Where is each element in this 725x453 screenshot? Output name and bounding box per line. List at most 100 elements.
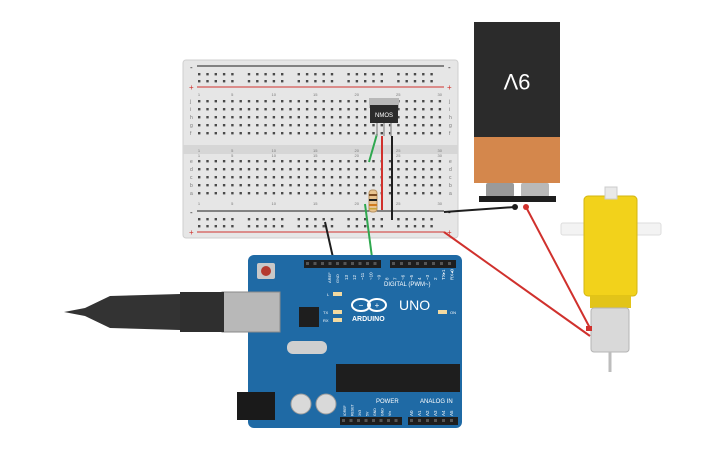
header-pin[interactable] xyxy=(351,262,354,265)
terminal-hole xyxy=(355,116,359,119)
rail-hole xyxy=(380,225,383,228)
terminal-hole xyxy=(239,184,242,187)
terminal-hole xyxy=(289,160,292,163)
header-pin[interactable] xyxy=(442,419,445,422)
terminal-hole xyxy=(347,124,350,127)
terminal-hole xyxy=(272,124,276,127)
column-number: 20 xyxy=(354,92,359,97)
terminal-hole xyxy=(297,108,300,111)
terminal-hole xyxy=(256,176,259,179)
terminal-hole xyxy=(305,132,309,135)
header-pin[interactable] xyxy=(342,419,345,422)
power-header-label: POWER xyxy=(376,399,399,405)
terminal-hole xyxy=(272,132,276,135)
header-pin[interactable] xyxy=(349,419,353,422)
terminal-hole xyxy=(339,132,342,135)
terminal-hole xyxy=(388,124,392,127)
row-letter: j xyxy=(448,99,450,105)
header-pin[interactable] xyxy=(379,419,383,422)
column-number: 20 xyxy=(354,148,359,153)
rail-hole xyxy=(214,73,217,76)
terminal-hole xyxy=(198,100,201,103)
terminal-hole xyxy=(264,160,267,163)
terminal-hole xyxy=(438,160,442,163)
terminal-hole xyxy=(314,108,317,111)
terminal-hole xyxy=(438,116,442,119)
aref-label: AREF xyxy=(327,272,332,283)
terminal-hole xyxy=(239,168,242,171)
terminal-hole xyxy=(430,184,433,187)
header-pin[interactable] xyxy=(400,262,403,265)
rail-hole xyxy=(297,225,300,228)
terminal-hole xyxy=(297,100,300,103)
terminal-hole xyxy=(281,100,284,103)
terminal-hole xyxy=(281,160,284,163)
header-strip xyxy=(304,260,381,268)
rail-hole xyxy=(214,80,217,83)
terminal-hole xyxy=(388,160,392,163)
header-pin[interactable] xyxy=(328,262,332,265)
wire-red-motor xyxy=(443,231,591,337)
terminal-hole xyxy=(305,168,309,171)
terminal-hole xyxy=(198,132,201,135)
header-pin[interactable] xyxy=(321,262,324,265)
row-letter: f xyxy=(190,131,192,137)
brand-label: ARDUINO xyxy=(352,316,385,323)
terminal-hole xyxy=(214,184,217,187)
header-pin[interactable] xyxy=(358,262,362,265)
header-pin[interactable] xyxy=(432,262,435,265)
capacitor-2 xyxy=(315,393,337,415)
header-pin[interactable] xyxy=(364,419,368,422)
header-pin[interactable] xyxy=(410,419,413,422)
header-pin[interactable] xyxy=(448,262,451,265)
rail-hole xyxy=(206,73,209,76)
header-pin[interactable] xyxy=(366,262,369,265)
digital-pin-label: ~9 xyxy=(376,274,381,280)
terminal-hole xyxy=(430,108,433,111)
terminal-hole xyxy=(247,124,251,127)
header-pin[interactable] xyxy=(394,419,398,422)
header-pin[interactable] xyxy=(392,262,395,265)
terminal-hole xyxy=(413,176,417,179)
header-pin[interactable] xyxy=(336,262,339,265)
reset-button-cap[interactable] xyxy=(261,266,271,276)
header-pin[interactable] xyxy=(434,419,437,422)
header-pin[interactable] xyxy=(418,419,421,422)
rail-hole xyxy=(397,80,400,83)
header-pin[interactable] xyxy=(424,262,427,265)
terminal-hole xyxy=(388,132,392,135)
terminal-hole xyxy=(247,108,251,111)
header-pin[interactable] xyxy=(426,419,429,422)
rail-hole xyxy=(231,73,234,76)
rail-hole xyxy=(206,218,209,221)
header-pin[interactable] xyxy=(416,262,419,265)
header-pin[interactable] xyxy=(357,419,360,422)
header-pin[interactable] xyxy=(387,419,390,422)
header-pin[interactable] xyxy=(440,262,443,265)
terminal-hole xyxy=(305,192,309,195)
row-letter: j xyxy=(189,99,191,105)
header-pin[interactable] xyxy=(343,262,347,265)
digital-pin-label: ~10 xyxy=(368,272,373,280)
terminal-hole xyxy=(330,100,334,103)
terminal-hole xyxy=(322,132,325,135)
header-pin[interactable] xyxy=(408,262,411,265)
terminal-hole xyxy=(198,176,201,179)
header-pin[interactable] xyxy=(373,262,377,265)
terminal-hole xyxy=(247,184,251,187)
header-pin[interactable] xyxy=(313,262,317,265)
header-pin[interactable] xyxy=(450,419,453,422)
header-pin[interactable] xyxy=(306,262,309,265)
rail-hole xyxy=(330,225,334,228)
terminal-hole xyxy=(422,100,425,103)
power-pin-label: 5V xyxy=(366,411,370,416)
terminal-hole xyxy=(330,168,334,171)
terminal-hole xyxy=(264,168,267,171)
terminal-hole xyxy=(330,108,334,111)
terminal-hole xyxy=(206,184,209,187)
header-pin[interactable] xyxy=(372,419,375,422)
wire-red-battery xyxy=(525,206,592,331)
terminal-hole xyxy=(438,192,442,195)
analog-pin-label: A2 xyxy=(425,410,430,416)
